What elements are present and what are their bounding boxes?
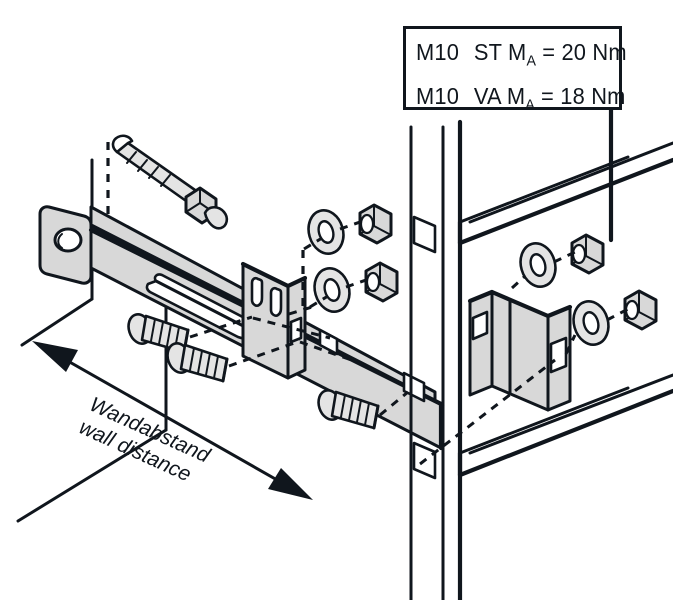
torque-equals-1: = [542, 39, 556, 65]
torque-callout-box: M10 ST MA = 20 Nm M10 VA MA = 18 Nm [403, 26, 627, 113]
washer-nut-alignment-lines-left [288, 219, 370, 316]
washer-nut-alignment-lines-right [419, 250, 629, 466]
torque-unit-1: Nm [592, 39, 627, 65]
u-bracket [467, 289, 573, 412]
torque-size-2: M10 [416, 82, 460, 109]
bolt-alignment-lines [189, 315, 409, 417]
washer-4 [572, 300, 610, 346]
hex-nut-3 [570, 233, 605, 275]
torque-material-2: VA [473, 82, 501, 109]
torque-unit-2: Nm [591, 82, 626, 109]
hex-nut-4 [623, 289, 658, 331]
torque-subscript-2: A [525, 96, 535, 114]
torque-value-2: 18 [560, 82, 585, 109]
torque-symbol-1: M [508, 39, 527, 65]
torque-line-2: M10 VA MA = 18 Nm [416, 79, 625, 123]
vertical-post [409, 119, 463, 600]
torque-symbol-2: M [506, 82, 526, 109]
torque-size-1: M10 [416, 39, 460, 65]
dimension-arrow [32, 341, 313, 500]
hex-nut-1 [358, 203, 393, 245]
washer-2 [313, 267, 351, 313]
round-head-bolt-1 [127, 313, 190, 354]
torque-material-1: ST [473, 39, 502, 65]
round-head-bolt-3 [317, 389, 380, 430]
washer-1 [307, 209, 345, 255]
angle-bracket [240, 261, 308, 380]
horizontal-rails [457, 141, 673, 478]
torque-line-1: M10 ST MA = 20 Nm [416, 35, 627, 79]
hex-nut-2 [364, 261, 399, 303]
round-head-bolt-2 [166, 342, 229, 383]
torque-equals-2: = [541, 82, 554, 109]
torque-subscript-1: A [526, 52, 536, 70]
torque-value-1: 20 [561, 39, 587, 65]
anchor-bolt [111, 134, 229, 230]
washer-3 [519, 242, 557, 288]
